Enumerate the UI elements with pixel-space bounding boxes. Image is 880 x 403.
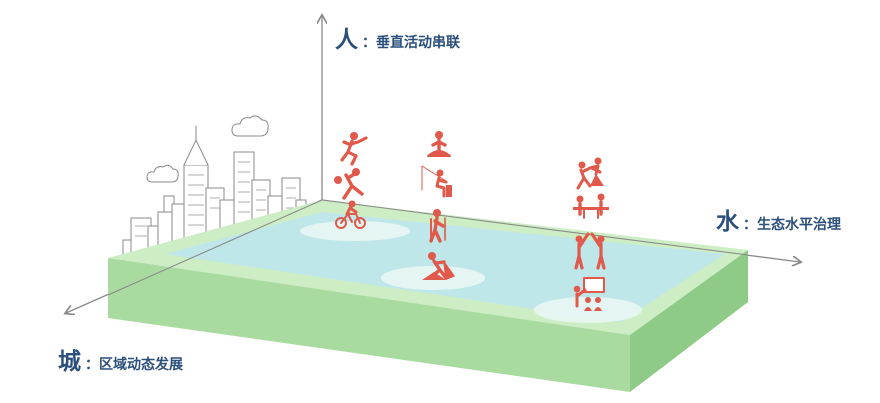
zone-left [300,221,410,241]
cloud-icon [146,164,179,183]
platform-side-front [108,258,630,392]
fishing-icon [421,165,452,198]
kick-icon [334,168,364,200]
dancers-icon [576,157,604,190]
cloud-icon [231,115,269,137]
digging-icon [422,252,455,280]
runner-icon [340,132,368,166]
axis-label-city-char: 城 [58,349,81,375]
cyclist-icon [335,200,366,229]
high-five-icon [574,232,606,270]
platform-side-right [630,250,748,392]
hiker-icon [429,209,446,243]
axis-label-city: 城 ：区域动态发展 [58,342,183,376]
axis-label-water: 水 ：生态水平治理 [716,202,841,236]
axis-label-city-text: ：区域动态发展 [85,357,183,373]
axis-label-people: 人 ：垂直活动串联 [335,20,460,54]
axis-label-water-text: ：生态水平治理 [743,217,841,233]
axis-label-water-char: 水 [716,209,739,235]
meditation-icon [427,131,451,157]
axis-label-people-char: 人 [335,27,358,53]
table-conversation-icon [573,193,609,219]
axis-label-people-text: ：垂直活动串联 [362,35,460,51]
presentation-icon [573,277,605,311]
